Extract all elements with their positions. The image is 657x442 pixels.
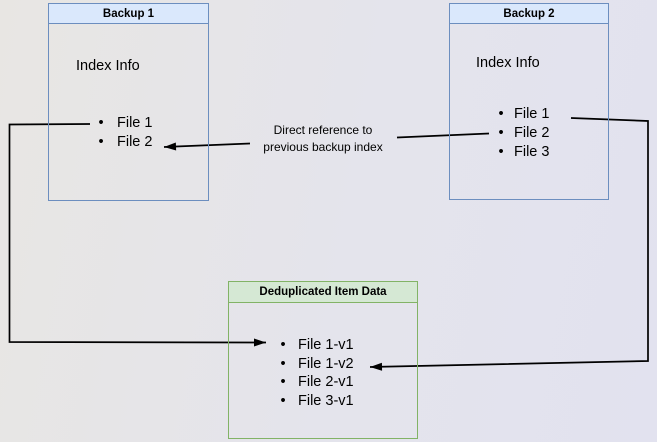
list-item: • File 1 (91, 114, 152, 133)
list-item: • File 3 (491, 143, 549, 162)
file-label: File 1 (514, 106, 550, 122)
bullet-icon: • (280, 337, 286, 353)
file-version-label: File 1-v2 (298, 355, 354, 372)
bullet-icon: • (280, 374, 286, 390)
dedup-file-list: • File 1-v1 • File 1-v2 • File 2-v1 • Fi… (273, 336, 354, 411)
file-label: File 1 (117, 115, 153, 131)
backup1-file-list: • File 1 • File 2 (91, 114, 152, 152)
list-item: • File 2-v1 (273, 373, 354, 392)
list-item: • File 1 (491, 105, 549, 124)
dedup-title: Deduplicated Item Data (229, 282, 417, 303)
bullet-icon: • (280, 355, 286, 372)
file-label: File 2 (117, 134, 153, 150)
list-item: • File 2 (491, 124, 549, 143)
backup1-index-info-label: Index Info (76, 58, 140, 74)
bullet-icon: • (280, 392, 286, 409)
file-label: File 3 (514, 144, 550, 160)
file-version-label: File 2-v1 (298, 374, 354, 390)
deduplicated-item-data-box: Deduplicated Item Data • File 1-v1 • Fil… (228, 281, 418, 439)
bullet-icon: • (498, 125, 504, 141)
list-item: • File 3-v1 (273, 392, 354, 411)
bullet-icon: • (498, 144, 504, 160)
list-item: • File 2 (91, 133, 152, 152)
bullet-icon: • (98, 115, 104, 131)
file-version-label: File 3-v1 (298, 392, 354, 409)
file-label: File 2 (514, 125, 550, 141)
bullet-icon: • (498, 106, 504, 122)
direct-reference-edge-label: Direct reference to previous backup inde… (263, 123, 383, 154)
bullet-icon: • (98, 134, 104, 150)
backup1-title: Backup 1 (49, 4, 208, 24)
backup2-index-info-label: Index Info (476, 55, 540, 71)
backup1-box: Backup 1 Index Info • File 1 • File 2 (48, 3, 209, 201)
file-version-label: File 1-v1 (298, 337, 354, 353)
backup2-title: Backup 2 (450, 4, 608, 24)
list-item: • File 1-v1 (273, 336, 354, 355)
list-item: • File 1-v2 (273, 355, 354, 374)
backup2-file-list: • File 1 • File 2 • File 3 (491, 105, 549, 162)
backup2-box: Backup 2 Index Info • File 1 • File 2 • … (449, 3, 609, 200)
